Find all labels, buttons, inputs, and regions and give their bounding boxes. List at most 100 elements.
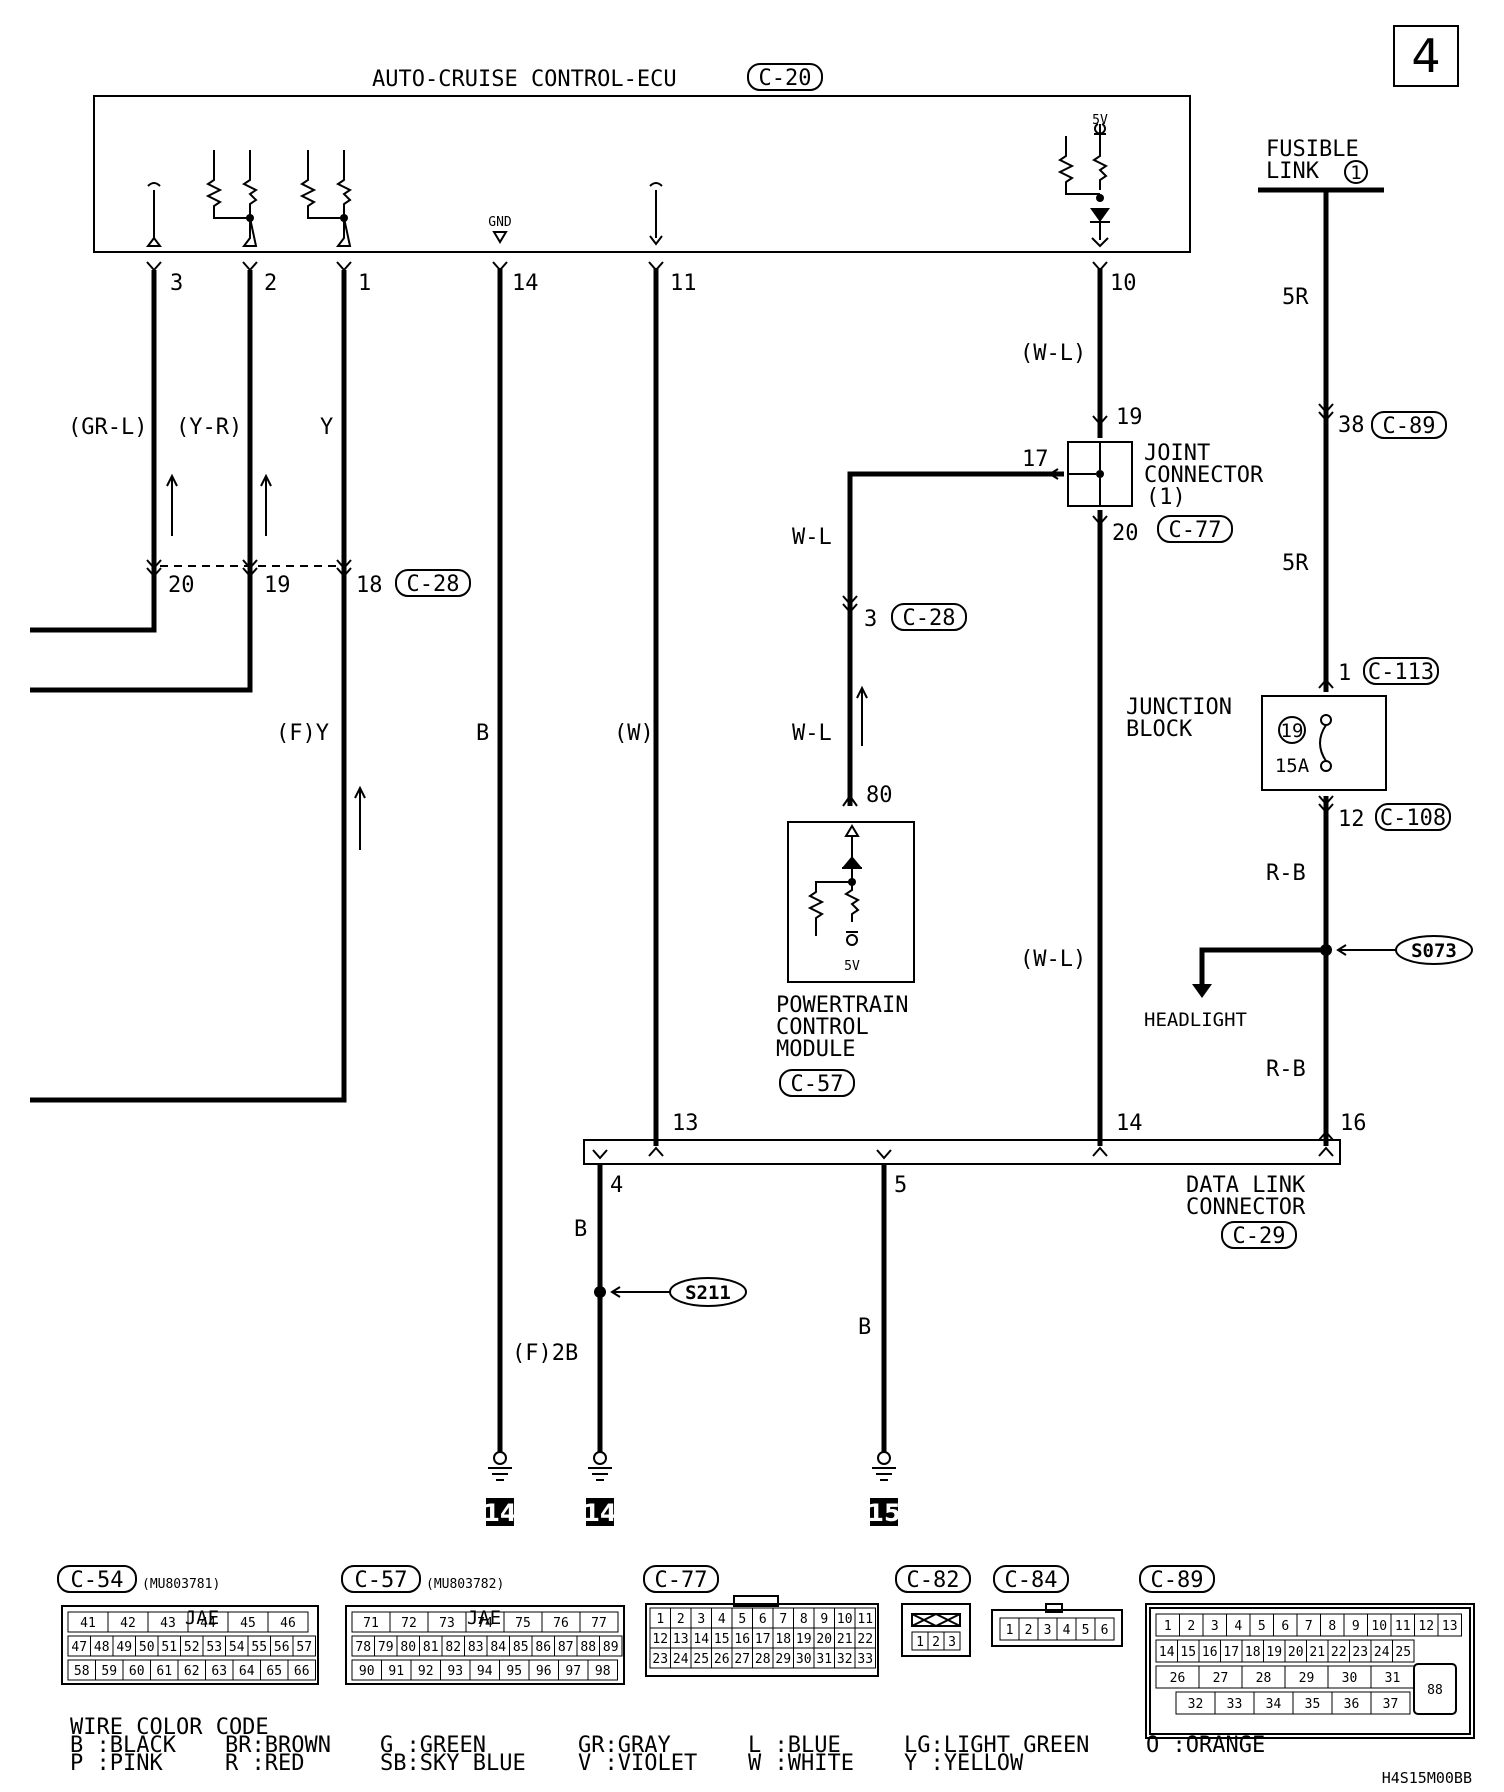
ecu-pin-3: 3 <box>170 271 183 296</box>
pin-number: 26 <box>1170 1671 1186 1686</box>
pin-number: 82 <box>445 1640 461 1655</box>
pin-number: 87 <box>558 1640 574 1655</box>
pin-number: 20 <box>1288 1645 1304 1660</box>
pin-number: 32 <box>1188 1697 1204 1712</box>
wcc-lg: LG:LIGHT GREEN <box>904 1733 1090 1758</box>
pin-number: 28 <box>755 1652 771 1667</box>
pin-number: 45 <box>240 1616 256 1631</box>
pin-number: 55 <box>251 1640 267 1655</box>
ecu-connector-ref: C-20 <box>759 66 812 91</box>
pin-number: 91 <box>388 1664 404 1679</box>
c89-ref: C-89 <box>1151 1568 1204 1593</box>
c57-part: (MU803782) <box>426 1577 504 1592</box>
pin-number: 35 <box>1305 1697 1321 1712</box>
pin-number: 94 <box>477 1664 493 1679</box>
joint-label-3: (1) <box>1146 485 1186 510</box>
dlc-pin-16: 16 <box>1340 1111 1367 1136</box>
pcm-label-3: MODULE <box>776 1037 855 1062</box>
pin-number: 15 <box>714 1632 730 1647</box>
pcm-box <box>787 821 915 983</box>
jb-ref-in-box <box>1363 657 1439 685</box>
jb-ref-out-box <box>1375 803 1451 831</box>
wcc-p: P :PINK <box>70 1751 163 1776</box>
wire-label-w-l-2: W-L <box>792 721 832 746</box>
c28-pin-19: 19 <box>264 573 291 598</box>
pin-number: 13 <box>1442 1619 1458 1634</box>
fusible-link-label-1: FUSIBLE <box>1266 137 1359 162</box>
dlc-label-1: DATA LINK <box>1186 1173 1306 1198</box>
pin-number: 16 <box>734 1632 750 1647</box>
ground-box-3 <box>870 1498 898 1526</box>
pin-number: 57 <box>296 1640 312 1655</box>
pin-number: 12 <box>652 1632 668 1647</box>
wire-label-b-main: B <box>476 721 489 746</box>
pin-number: 76 <box>553 1616 569 1631</box>
pin-number: 3 <box>1044 1623 1052 1638</box>
joint-pin-17: 17 <box>1022 447 1049 472</box>
dlc-pin-5: 5 <box>894 1173 907 1198</box>
wcc-g: G :GREEN <box>380 1733 486 1758</box>
pin-number: 2 <box>1187 1619 1195 1634</box>
pcm-label-2: CONTROL <box>776 1015 869 1040</box>
ground-number-3: 15 <box>867 1499 900 1527</box>
splice-s073 <box>1395 935 1473 965</box>
pin-number: 31 <box>816 1652 832 1667</box>
ecu-pin-1: 1 <box>358 271 371 296</box>
s211-pointer <box>610 1286 670 1298</box>
headlight-label: HEADLIGHT <box>1144 1009 1247 1031</box>
fusible-link-number: 1 <box>1350 162 1361 184</box>
pin-number: 17 <box>755 1632 771 1647</box>
pin-number: 2 <box>1025 1623 1033 1638</box>
pin-number: 29 <box>1299 1671 1315 1686</box>
ecu-title: AUTO-CRUISE CONTROL-ECU <box>372 67 677 92</box>
pin-number: 36 <box>1344 1697 1360 1712</box>
c28-pin3-ref: C-28 <box>903 606 956 631</box>
pin-number: 20 <box>816 1632 832 1647</box>
pin-number: 23 <box>652 1652 668 1667</box>
pin-number: 22 <box>857 1632 873 1647</box>
pin-number: 66 <box>294 1664 310 1679</box>
ecu-5v-label: 5V <box>1092 113 1108 128</box>
c28-pin-20: 20 <box>168 573 195 598</box>
pin-number: 97 <box>565 1664 581 1679</box>
jb-ref-out: C-108 <box>1380 806 1446 831</box>
wire-gr-l <box>30 261 162 633</box>
c28-pin3-ref-box <box>891 603 967 631</box>
pin-number: 30 <box>1342 1671 1358 1686</box>
wire-label-r-b-1: R-B <box>1266 861 1306 886</box>
dlc-box <box>583 1139 1341 1165</box>
pin-number: 62 <box>184 1664 200 1679</box>
pin-cell <box>292 1635 316 1657</box>
pin-number: 43 <box>160 1616 176 1631</box>
dlc-ref: C-29 <box>1233 1224 1286 1249</box>
pin-number: 2 <box>677 1612 685 1627</box>
pin-cell <box>267 1611 309 1633</box>
wcc-sb: SB:SKY BLUE <box>380 1751 526 1776</box>
pin-number: 54 <box>229 1640 245 1655</box>
pin-number: 98 <box>595 1664 611 1679</box>
c28-ref-box <box>395 569 471 597</box>
pin-number: 23 <box>1352 1645 1368 1660</box>
pin-number: 24 <box>673 1652 689 1667</box>
pin-number: 1 <box>1006 1623 1014 1638</box>
pin-number: 81 <box>423 1640 439 1655</box>
pin-number: 10 <box>1371 1619 1387 1634</box>
wire-label-5r-2: 5R <box>1282 551 1309 576</box>
pin-cell <box>1437 1613 1462 1637</box>
c89-pin-38: 38 <box>1338 413 1365 438</box>
pin-number: 73 <box>439 1616 455 1631</box>
splice-s211 <box>669 1277 747 1307</box>
pin-number: 14 <box>1159 1645 1175 1660</box>
pin-cell <box>1094 1617 1115 1641</box>
pin-number: 3 <box>697 1612 705 1627</box>
pin-number: 59 <box>101 1664 117 1679</box>
wcc-w: W :WHITE <box>748 1751 854 1776</box>
wire-5r <box>1318 190 1334 1146</box>
pin-number: 46 <box>280 1616 296 1631</box>
pin-number: 11 <box>1395 1619 1411 1634</box>
pin-number: 79 <box>378 1640 394 1655</box>
pin-number: 86 <box>535 1640 551 1655</box>
pin-number: 60 <box>129 1664 145 1679</box>
pin-number: 65 <box>266 1664 282 1679</box>
